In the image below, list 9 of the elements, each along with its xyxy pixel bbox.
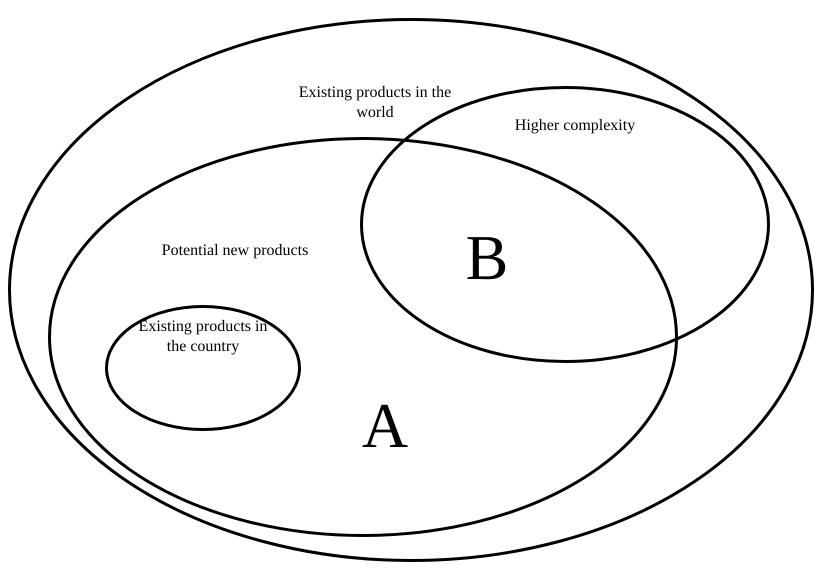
- region-label: Existing products in the world: [298, 83, 452, 123]
- region-label: Potential new products: [160, 241, 310, 261]
- region-letter: A: [360, 390, 410, 462]
- region-letter: B: [464, 222, 510, 294]
- ellipse-region: [105, 305, 301, 431]
- ellipse-region: [8, 18, 814, 562]
- region-label: Existing products in the country: [138, 317, 268, 357]
- region-label: Higher complexity: [514, 116, 636, 136]
- ellipse-region: [48, 137, 678, 537]
